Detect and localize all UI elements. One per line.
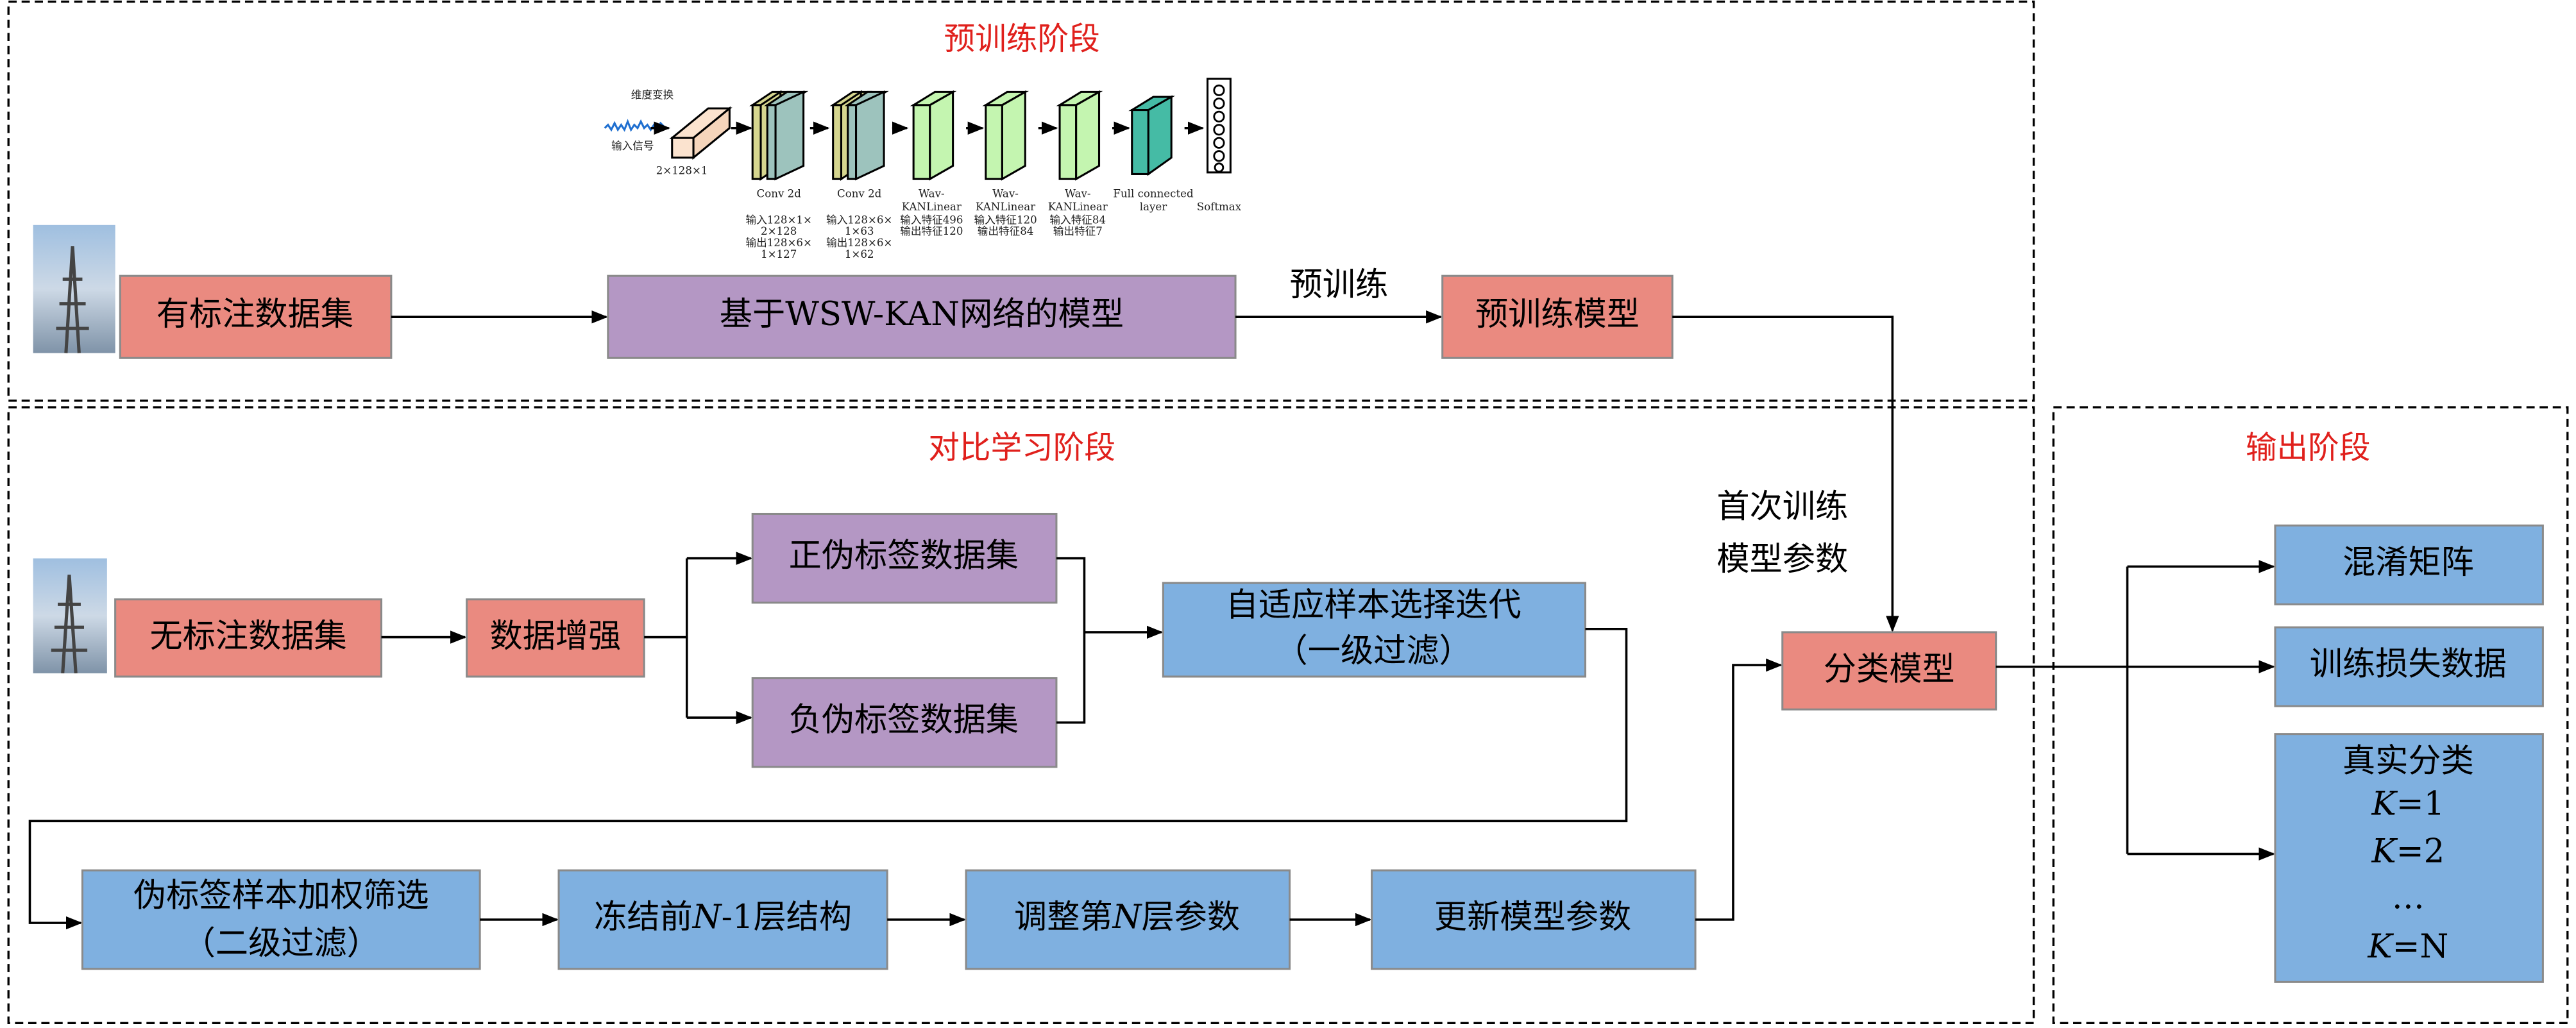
layer-label: KANLinear [902, 201, 962, 213]
update-params-box [1371, 869, 1697, 970]
negative-pseudo-label: 负伪标签数据集 [789, 701, 1019, 739]
augmentation-box [466, 598, 645, 678]
text-part: K [2371, 832, 2398, 871]
positive-pseudo-label: 正伪标签数据集 [789, 537, 1019, 575]
confusion-matrix-label: 混淆矩阵 [2343, 543, 2474, 582]
layer-detail: 2×128 [761, 225, 797, 237]
layer-label: Wav- [992, 187, 1019, 199]
true-class-box [2274, 733, 2544, 983]
conv2d-layer-2 [829, 90, 889, 181]
layer-detail: 输入128×1× [745, 214, 811, 226]
pretrain-stage-frame [7, 0, 2035, 402]
text-part: 层参数 [1141, 898, 1240, 936]
text-part: =1 [2396, 784, 2445, 823]
text-part: 调整第 [1014, 898, 1113, 936]
text-part: N [1112, 898, 1143, 936]
classifier-box [1781, 631, 1997, 711]
network-architecture: 输入信号 维度变换 2×128×1 [604, 78, 1242, 260]
k2-label: K=2 [2371, 832, 2445, 871]
contrastive-stage-frame [7, 406, 2035, 1024]
layer-detail: 输入特征120 [974, 214, 1037, 226]
true-class-label: 真实分类 [2343, 742, 2474, 780]
pretrain-stage-title: 预训练阶段 [944, 21, 1100, 57]
adaptive-selection-sub: （一级过滤） [1275, 632, 1472, 670]
input-shape-label: 2×128×1 [656, 164, 708, 176]
tower-image [33, 224, 115, 353]
pretrained-model-label: 预训练模型 [1475, 295, 1640, 333]
text-part: -1层结构 [722, 898, 852, 936]
layer-label: layer [1140, 201, 1167, 213]
first-train-label: 首次训练 [1716, 487, 1848, 526]
k1-label: K=1 [2371, 784, 2445, 823]
layer-label: Wav- [919, 187, 945, 199]
layer-label: KANLinear [976, 201, 1035, 213]
wavkan-layer-3 [1056, 90, 1103, 181]
wavkan-layer-2 [982, 90, 1030, 181]
layer-detail: 输出特征84 [978, 225, 1034, 237]
adjust-layer-box [965, 869, 1291, 970]
pretrained-model-box [1441, 274, 1674, 359]
conv2d-layer-1 [749, 90, 809, 181]
wsw-kan-model-label: 基于WSW-KAN网络的模型 [720, 295, 1124, 333]
layer-detail: 输入特征84 [1049, 214, 1106, 226]
adaptive-selection-box [1162, 582, 1587, 678]
update-params-label: 更新模型参数 [1434, 898, 1631, 936]
labeled-dataset-box [119, 274, 393, 359]
layer-label: Conv 2d [837, 187, 882, 199]
contrastive-stage-title: 对比学习阶段 [928, 430, 1115, 466]
training-loss-box [2274, 626, 2544, 707]
softmax-layer [1206, 78, 1232, 174]
augmentation-label: 数据增强 [490, 617, 622, 655]
weighted-filter-sub: （二级过滤） [183, 924, 380, 963]
training-loss-label: 训练损失数据 [2310, 645, 2507, 684]
layer-detail: 输入128×6× [826, 214, 892, 226]
input-signal-label: 输入信号 [611, 140, 654, 152]
layer-detail: 1×127 [761, 248, 797, 260]
weighted-filter-label: 伪标签样本加权筛选 [133, 877, 429, 915]
classifier-label: 分类模型 [1824, 650, 1955, 688]
first-train-label: 模型参数 [1716, 540, 1848, 578]
weighted-filter-box [81, 869, 481, 970]
kn-label: K=N [2367, 927, 2448, 966]
wsw-kan-model-box [607, 274, 1237, 359]
unlabeled-dataset-box [114, 598, 383, 678]
text-part: N [691, 898, 723, 936]
output-stage-frame [2052, 406, 2569, 1024]
text-part: =N [2393, 927, 2449, 966]
output-stage-title: 输出阶段 [2246, 430, 2371, 466]
freeze-layers-label: 冻结前N-1层结构 [594, 898, 852, 936]
fc-layer [1128, 95, 1175, 176]
unlabeled-dataset-label: 无标注数据集 [149, 617, 346, 655]
text-part: K [2371, 784, 2398, 823]
pretrain-edge-label: 预训练 [1290, 265, 1389, 304]
wavkan-layer-1 [910, 90, 957, 181]
layer-detail: 输出特征7 [1053, 225, 1103, 237]
adjust-layer-label: 调整第N层参数 [1014, 898, 1240, 936]
text-part: =2 [2396, 832, 2445, 871]
layer-label: Conv 2d [757, 187, 802, 199]
layer-label: Wav- [1065, 187, 1091, 199]
text-part: K [2367, 927, 2394, 966]
layer-detail: 输入特征496 [900, 214, 963, 226]
layer-detail: 输出特征120 [900, 225, 963, 237]
freeze-layers-box [557, 869, 888, 970]
adaptive-selection-label: 自适应样本选择迭代 [1226, 586, 1521, 624]
layer-label: Full connected [1113, 187, 1194, 199]
text-part: 冻结前 [594, 898, 693, 936]
negative-pseudo-label-box [751, 677, 1058, 768]
ellipsis-label: … [2392, 878, 2425, 916]
labeled-dataset-label: 有标注数据集 [157, 295, 353, 333]
layer-label: KANLinear [1048, 201, 1108, 213]
positive-pseudo-label-box [751, 512, 1058, 604]
layer-detail: 1×62 [845, 248, 874, 260]
reshape-label: 维度变换 [631, 89, 674, 101]
tower-image [33, 558, 107, 674]
layer-detail: 1×63 [845, 225, 874, 237]
layer-detail: 输出128×6× [826, 237, 892, 249]
layer-detail: 输出128×6× [745, 237, 811, 249]
confusion-matrix-box [2274, 524, 2544, 605]
layer-label: Softmax [1197, 201, 1242, 213]
